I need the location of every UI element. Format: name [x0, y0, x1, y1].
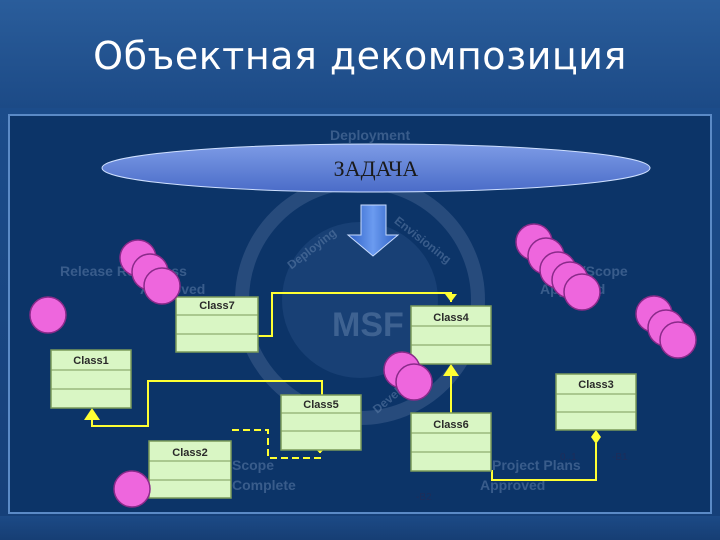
class4-name: Class4 [433, 312, 469, 324]
diamond-class3 [591, 430, 601, 444]
multiplicity-b2: -B2 [416, 492, 432, 503]
objects [29, 223, 697, 508]
arrowhead-class4 [445, 294, 457, 302]
class6-name: Class6 [433, 419, 468, 431]
class2-name: Class2 [172, 447, 207, 459]
class-box-class1: Class1 [50, 349, 132, 409]
class2-box [148, 440, 232, 499]
class-box-class2: Class2 [148, 440, 232, 499]
slide-title: Объектная декомпозиция [93, 34, 627, 78]
class5-name: Class5 [303, 399, 338, 411]
class4-box [410, 305, 492, 365]
arrowhead-class1 [84, 408, 100, 420]
multiplicity-0-1: 0..1 [560, 452, 577, 463]
multiplicity-b1: -B1 [612, 452, 628, 463]
watermark-project-plans: Project Plans [492, 457, 581, 473]
class3-name: Class3 [578, 379, 613, 391]
class1-name: Class1 [73, 355, 108, 367]
task-ellipse [101, 143, 651, 193]
object-center-2 [395, 363, 433, 401]
class-box-class6: Class6 [410, 412, 492, 472]
watermark-core [282, 222, 438, 378]
object-single-left [29, 296, 67, 334]
watermark-msf: MSF [332, 306, 404, 344]
connector-class5-class1 [91, 380, 323, 427]
watermark-deployment: Deployment [330, 127, 410, 143]
task-label: ЗАДАЧА [334, 156, 419, 181]
dependency-class2-class5 [232, 429, 321, 459]
class1-box [50, 349, 132, 409]
class3-box [555, 373, 637, 431]
class-box-class5: Class5 [280, 394, 362, 451]
class-box-class3: Class3 [555, 373, 637, 431]
class7-name: Class7 [199, 300, 234, 312]
title-bar: Объектная декомпозиция [0, 0, 720, 108]
decomposition-arrow [346, 204, 400, 257]
watermark-complete: Complete [232, 477, 296, 493]
class-box-class7: Class7 [175, 296, 259, 353]
class5-box [280, 394, 362, 451]
task-node: ЗАДАЧА [101, 143, 651, 193]
footer-bar [0, 516, 720, 540]
class6-box [410, 412, 492, 472]
object-far-right-3 [659, 321, 697, 359]
class7-box [175, 296, 259, 353]
object-left-3 [143, 267, 181, 305]
object-right-5 [563, 273, 601, 311]
watermark-scope: Scope [232, 457, 274, 473]
class-box-class4: Class4 [410, 305, 492, 365]
object-bottom-left [113, 470, 151, 508]
connector-class6-class3 [491, 443, 597, 481]
arrowhead-class4-from-class6 [443, 364, 459, 376]
